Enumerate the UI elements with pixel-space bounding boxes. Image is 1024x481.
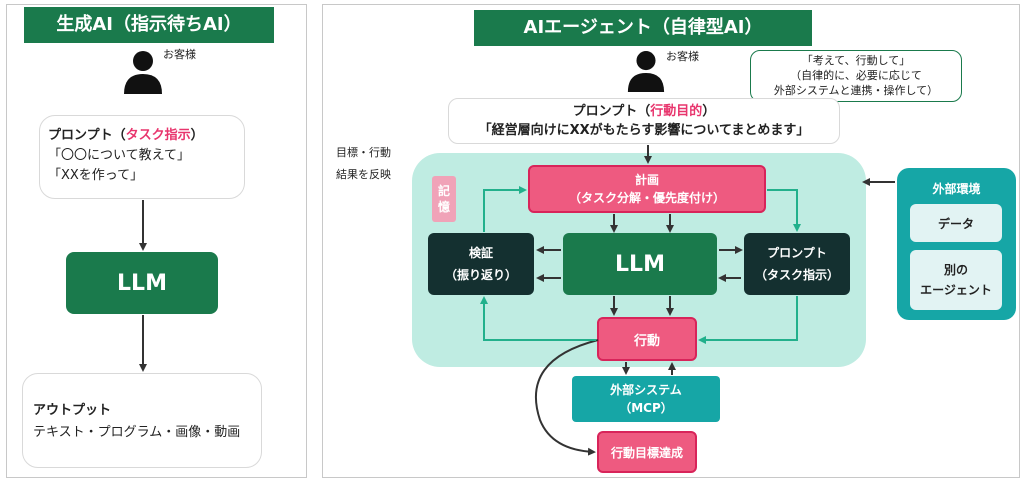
prompt-line: 「〇〇について教えて」	[48, 148, 190, 163]
arrow	[767, 189, 801, 232]
prompt-accent: 行動目的	[650, 104, 703, 119]
plan-sub: （タスク分解・優先度付け）	[568, 191, 725, 205]
external-system-title: 外部システム	[610, 383, 682, 397]
other-agent-box: 別の エージェント	[910, 250, 1002, 310]
customer-label: お客様	[666, 50, 699, 63]
arrow	[535, 339, 599, 456]
side-note-line: 結果を反映	[336, 168, 391, 181]
prompt-box: プロンプト（タスク指示） 「〇〇について教えて」 「XXを作って」	[39, 115, 245, 199]
speech-line: 外部システムと連携・操作して）	[773, 84, 939, 97]
side-note-line: 目標・行動	[336, 146, 391, 159]
memory-box: 記 憶	[432, 176, 456, 222]
data-box: データ	[910, 204, 1002, 242]
verify-sub: （振り返り）	[444, 268, 517, 282]
customer-label: お客様	[163, 48, 196, 61]
verify-title: 検証	[468, 246, 493, 260]
action-box: 行動	[597, 317, 697, 361]
plan-title: 計画	[634, 173, 659, 187]
output-box: アウトプット テキスト・プログラム・画像・動画	[22, 373, 262, 468]
output-text: テキスト・プログラム・画像・動画	[33, 425, 241, 440]
left-title: 生成AI（指示待ちAI）	[24, 7, 274, 43]
verify-box: 検証 （振り返り）	[428, 233, 534, 295]
prompt-head: プロンプト（	[572, 104, 651, 119]
prompt-line: 「XXを作って」	[48, 168, 144, 183]
external-env-title: 外部環境	[932, 182, 981, 196]
task-prompt-box: プロンプト （タスク指示）	[744, 233, 850, 295]
plan-box: 計画 （タスク分解・優先度付け）	[528, 165, 766, 213]
arrow	[480, 296, 596, 341]
prompt-tail: ）	[702, 104, 716, 119]
arrow	[483, 186, 527, 232]
external-system-box: 外部システム （MCP）	[572, 376, 720, 422]
prompt-line: 「経営層向けにXXがもたらす影響についてまとめます」	[478, 123, 810, 138]
prompt-tail: ）	[190, 128, 204, 143]
llm-box: LLM	[563, 233, 717, 295]
arrow	[698, 296, 798, 344]
prompt-box: プロンプト（行動目的） 「経営層向けにXXがもたらす影響についてまとめます」	[448, 98, 840, 144]
speech-bubble: 「考えて、行動して」 （自律的に、必要に応じて 外部システムと連携・操作して）	[750, 50, 962, 102]
output-title: アウトプット	[33, 403, 112, 418]
prompt-head: プロンプト（	[48, 128, 126, 143]
speech-line: （自律的に、必要に応じて	[790, 69, 922, 82]
person-icon	[626, 49, 666, 95]
task-prompt-sub: （タスク指示）	[754, 268, 839, 282]
external-system-sub: （MCP）	[619, 401, 673, 415]
goal-box: 行動目標達成	[597, 431, 697, 473]
prompt-accent: タスク指示	[125, 128, 191, 143]
llm-box: LLM	[66, 252, 218, 314]
side-note: 目標・行動 結果を反映	[336, 142, 391, 186]
task-prompt-title: プロンプト	[767, 246, 827, 260]
person-icon	[122, 50, 164, 96]
speech-line: 「考えて、行動して」	[801, 54, 911, 67]
right-title: AIエージェント（自律型AI）	[474, 10, 812, 46]
